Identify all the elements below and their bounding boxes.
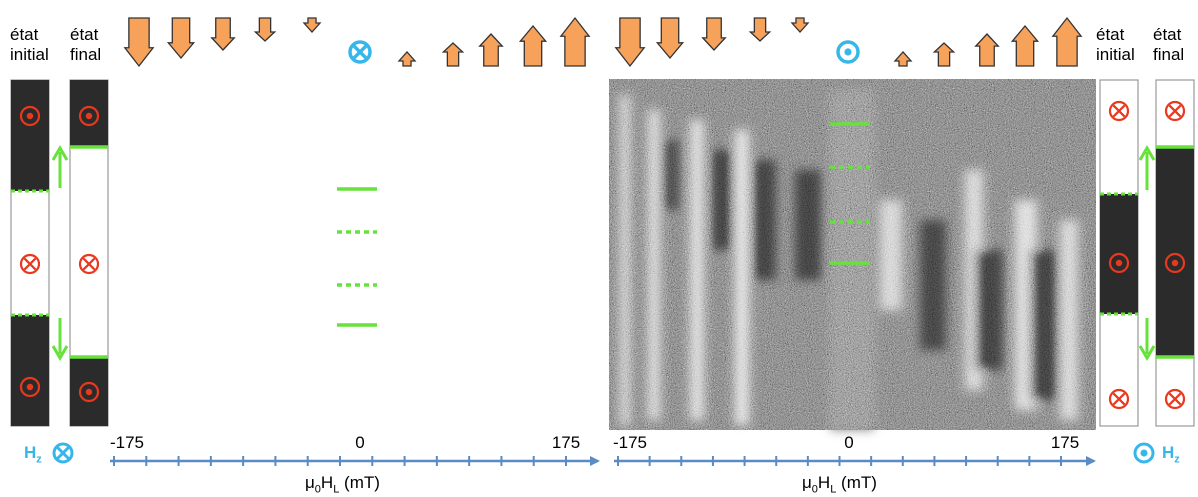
- right-initial-top-cross-icon: [1108, 100, 1130, 122]
- left-initial-bottom-dot-icon: [19, 376, 41, 398]
- left-final-label-line1: état: [70, 25, 99, 44]
- left-initial-bottom-domain: [11, 315, 49, 426]
- right-final-bottom-cross-icon: [1164, 388, 1186, 410]
- arrow-down-icon: [123, 17, 155, 68]
- left-tick-label-max: 175: [551, 433, 581, 452]
- right-wall-motion-arrows: [1138, 145, 1156, 361]
- left-initial-strip: [10, 79, 50, 427]
- right-tick-label-zero: 0: [844, 433, 854, 452]
- left-axis-title-h: H: [320, 473, 334, 492]
- right-arrow-down-head: [1138, 345, 1156, 361]
- arrow-up-icon: [559, 16, 591, 67]
- arrow-up-icon: [441, 42, 465, 67]
- right-tick-label-max: 175: [1050, 433, 1080, 452]
- right-axis-ticks: [617, 456, 1062, 466]
- right-final-label: état final: [1153, 25, 1184, 65]
- right-axis-title: μ0HL (mT): [802, 473, 877, 495]
- dot-circle-icon: [836, 40, 860, 64]
- left-tick-label-min: -175: [109, 433, 145, 452]
- left-axis-title: μ0HL (mT): [305, 473, 380, 495]
- right-axis-title-sub1: L: [830, 483, 837, 496]
- hz-right-sub: z: [1174, 453, 1180, 466]
- hz-left-main: H: [24, 443, 37, 462]
- right-axis-title-sub0: 0: [811, 483, 818, 496]
- right-field-axis: [614, 456, 1096, 466]
- right-final-top-cross-icon: [1164, 100, 1186, 122]
- hz-right-dot-circle-icon: [1133, 442, 1155, 464]
- left-arrow-up-head: [51, 145, 69, 161]
- arrow-up-icon: [397, 51, 417, 67]
- arrow-down-icon: [655, 17, 685, 60]
- left-field-arrows: [123, 16, 591, 68]
- right-initial-label-line1: état: [1096, 25, 1125, 44]
- right-final-strip: [1155, 79, 1195, 427]
- arrow-down-icon: [701, 17, 727, 51]
- arrow-down-icon: [302, 17, 322, 33]
- left-axis-ticks: [113, 456, 567, 466]
- arrow-up-icon: [1010, 24, 1040, 67]
- right-initial-label-line2: initial: [1096, 45, 1135, 64]
- right-final-middle-domain: [1156, 147, 1194, 357]
- left-final-strip: [69, 79, 109, 427]
- right-arrow-up-head: [1138, 145, 1156, 161]
- right-axis-title-mu: μ: [802, 473, 812, 492]
- arrow-down-icon: [748, 17, 772, 42]
- arrow-up-icon: [974, 33, 1000, 67]
- left-final-top-dot-icon: [78, 105, 100, 127]
- right-axis-title-h: H: [817, 473, 831, 492]
- right-initial-bottom-cross-icon: [1108, 388, 1130, 410]
- left-field-axis: [110, 456, 600, 466]
- left-wall-markers: [337, 187, 377, 327]
- right-initial-strip: [1099, 79, 1139, 427]
- right-final-label-line2: final: [1153, 45, 1185, 64]
- arrow-down-icon: [210, 17, 236, 51]
- arrow-up-icon: [1051, 16, 1083, 67]
- right-axis-title-unit: (mT): [836, 473, 877, 492]
- left-axis-title-unit: (mT): [339, 473, 380, 492]
- kerr-microscopy-image: [609, 79, 1096, 430]
- arrow-up-icon: [478, 33, 504, 67]
- left-arrow-down-head: [51, 345, 69, 361]
- hz-left-sub: z: [36, 453, 42, 466]
- left-initial-top-domain: [11, 80, 49, 191]
- arrow-down-icon: [790, 17, 810, 33]
- right-final-middle-dot-icon: [1164, 252, 1186, 274]
- right-final-label-line1: état: [1153, 25, 1182, 44]
- right-field-arrows: [614, 16, 1083, 68]
- right-initial-label: état initial: [1096, 25, 1135, 65]
- left-tick-label-zero: 0: [355, 433, 365, 452]
- arrow-down-icon: [166, 17, 196, 60]
- left-initial-label: état initial: [10, 25, 49, 65]
- left-initial-label-line2: initial: [10, 45, 49, 64]
- left-initial-top-dot-icon: [19, 105, 41, 127]
- arrow-down-icon: [614, 17, 646, 68]
- hz-left-cross-circle-icon: [52, 442, 74, 464]
- left-axis-title-sub0: 0: [314, 483, 321, 496]
- left-final-label: état final: [70, 25, 101, 65]
- arrow-up-icon: [518, 24, 548, 67]
- hz-right-main: H: [1162, 443, 1175, 462]
- arrow-up-icon: [893, 51, 913, 67]
- hz-right-label: Hz: [1162, 443, 1180, 465]
- left-axis-title-mu: μ: [305, 473, 315, 492]
- right-tick-label-min: -175: [612, 433, 648, 452]
- right-initial-middle-dot-icon: [1108, 252, 1130, 274]
- left-final-label-line2: final: [70, 45, 102, 64]
- left-final-bottom-dot-icon: [78, 381, 100, 403]
- left-initial-label-line1: état: [10, 25, 39, 44]
- arrow-down-icon: [253, 17, 277, 42]
- cross-circle-icon: [348, 40, 372, 64]
- left-final-middle-cross-icon: [78, 253, 100, 275]
- left-wall-motion-arrows: [51, 145, 69, 361]
- strip-symbols: [19, 100, 1186, 410]
- left-initial-middle-cross-icon: [19, 253, 41, 275]
- left-axis-title-sub1: L: [333, 483, 340, 496]
- hz-left-label: Hz: [24, 443, 42, 465]
- arrow-up-icon: [932, 42, 956, 67]
